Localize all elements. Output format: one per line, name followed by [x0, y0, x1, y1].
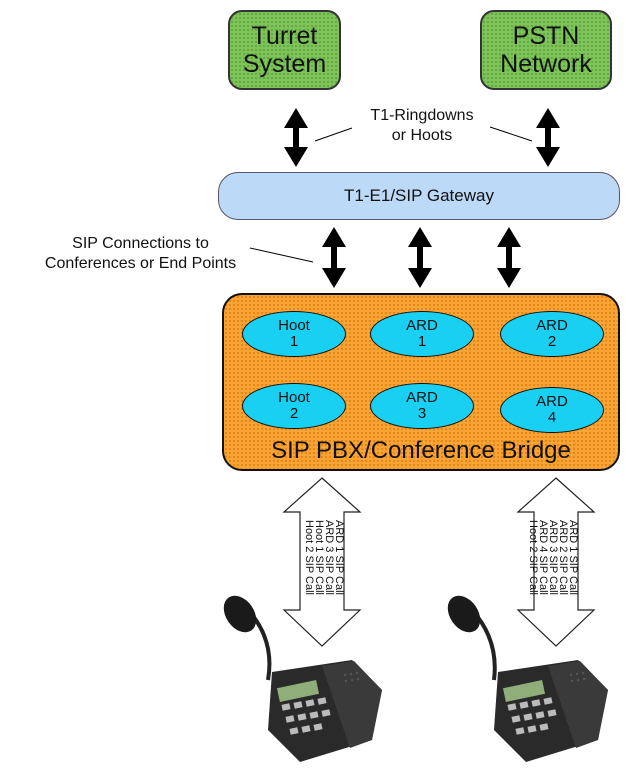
gateway-bridge-arrow-1 [322, 227, 346, 288]
phone-1-call-arrow [282, 477, 362, 647]
call-item: ARD 3 SIP Call [547, 520, 559, 595]
sip-connections-label: SIP Connections to Conferences or End Po… [44, 235, 237, 272]
phone-2-call-arrow [516, 477, 596, 647]
call-item: ARD 4 SIP Call [537, 520, 549, 595]
pstn-network-box: PSTN Network [480, 10, 612, 90]
turret-gateway-arrow [284, 108, 308, 167]
phone-2-calls: ARD 1 SIP Call ARD 2 SIP Call ARD 3 SIP … [527, 520, 579, 596]
oval-number: 1 [289, 333, 299, 350]
oval-number: 2 [289, 405, 299, 422]
hoot-2-oval: Hoot 2 [242, 383, 346, 429]
call-item: Hoot 2 SIP Call [527, 520, 539, 596]
oval-label: ARD [406, 389, 438, 406]
oval-number: 4 [547, 409, 557, 426]
call-item: ARD 3 SIP Call [323, 520, 335, 595]
ard-1-oval: ARD 1 [370, 311, 474, 357]
call-item: ARD 1 SIP Call [333, 520, 345, 595]
ard-3-oval: ARD 3 [370, 383, 474, 429]
ard-4-oval: ARD 4 [500, 387, 604, 433]
pstn-gateway-arrow [536, 108, 560, 167]
call-item: Hoot 2 SIP Call [303, 520, 315, 596]
t1-leader-right [489, 126, 533, 142]
sip-gateway-box: T1-E1/SIP Gateway [218, 172, 620, 220]
oval-label: Hoot [278, 317, 310, 334]
oval-label: ARD [536, 317, 568, 334]
oval-number: 3 [417, 405, 427, 422]
sip-gateway-label: T1-E1/SIP Gateway [344, 186, 494, 205]
ard-2-oval: ARD 2 [500, 311, 604, 357]
t1-ringdowns-label: T1-Ringdowns or Hoots [370, 107, 474, 144]
hoot-1-oval: Hoot 1 [242, 311, 346, 357]
turret-system-box: Turret System [228, 10, 341, 90]
sip-leader [249, 247, 314, 263]
oval-label: ARD [536, 393, 568, 410]
gateway-bridge-arrow-3 [497, 227, 521, 288]
call-item: Hoot 1 SIP Call [313, 520, 325, 596]
phone-1-calls: ARD 1 SIP Call ARD 3 SIP Call Hoot 1 SIP… [303, 520, 345, 596]
t1-leader-left [314, 127, 353, 142]
turret-system-label: Turret System [242, 22, 327, 78]
desk-phone-1-icon [223, 595, 382, 762]
oval-label: Hoot [278, 389, 310, 406]
oval-label: ARD [406, 317, 438, 334]
oval-number: 1 [417, 333, 427, 350]
pstn-network-label: PSTN Network [500, 22, 592, 78]
conference-bridge-label: SIP PBX/Conference Bridge [271, 437, 571, 464]
call-item: ARD 2 SIP Call [557, 520, 569, 595]
desk-phone-2-icon [447, 595, 608, 762]
call-item: ARD 1 SIP Call [567, 520, 579, 595]
gateway-bridge-arrow-2 [408, 227, 432, 288]
conference-bridge-box: Hoot 1 ARD 1 ARD 2 Hoot 2 ARD 3 ARD 4 SI… [222, 293, 620, 471]
oval-number: 2 [547, 333, 557, 350]
